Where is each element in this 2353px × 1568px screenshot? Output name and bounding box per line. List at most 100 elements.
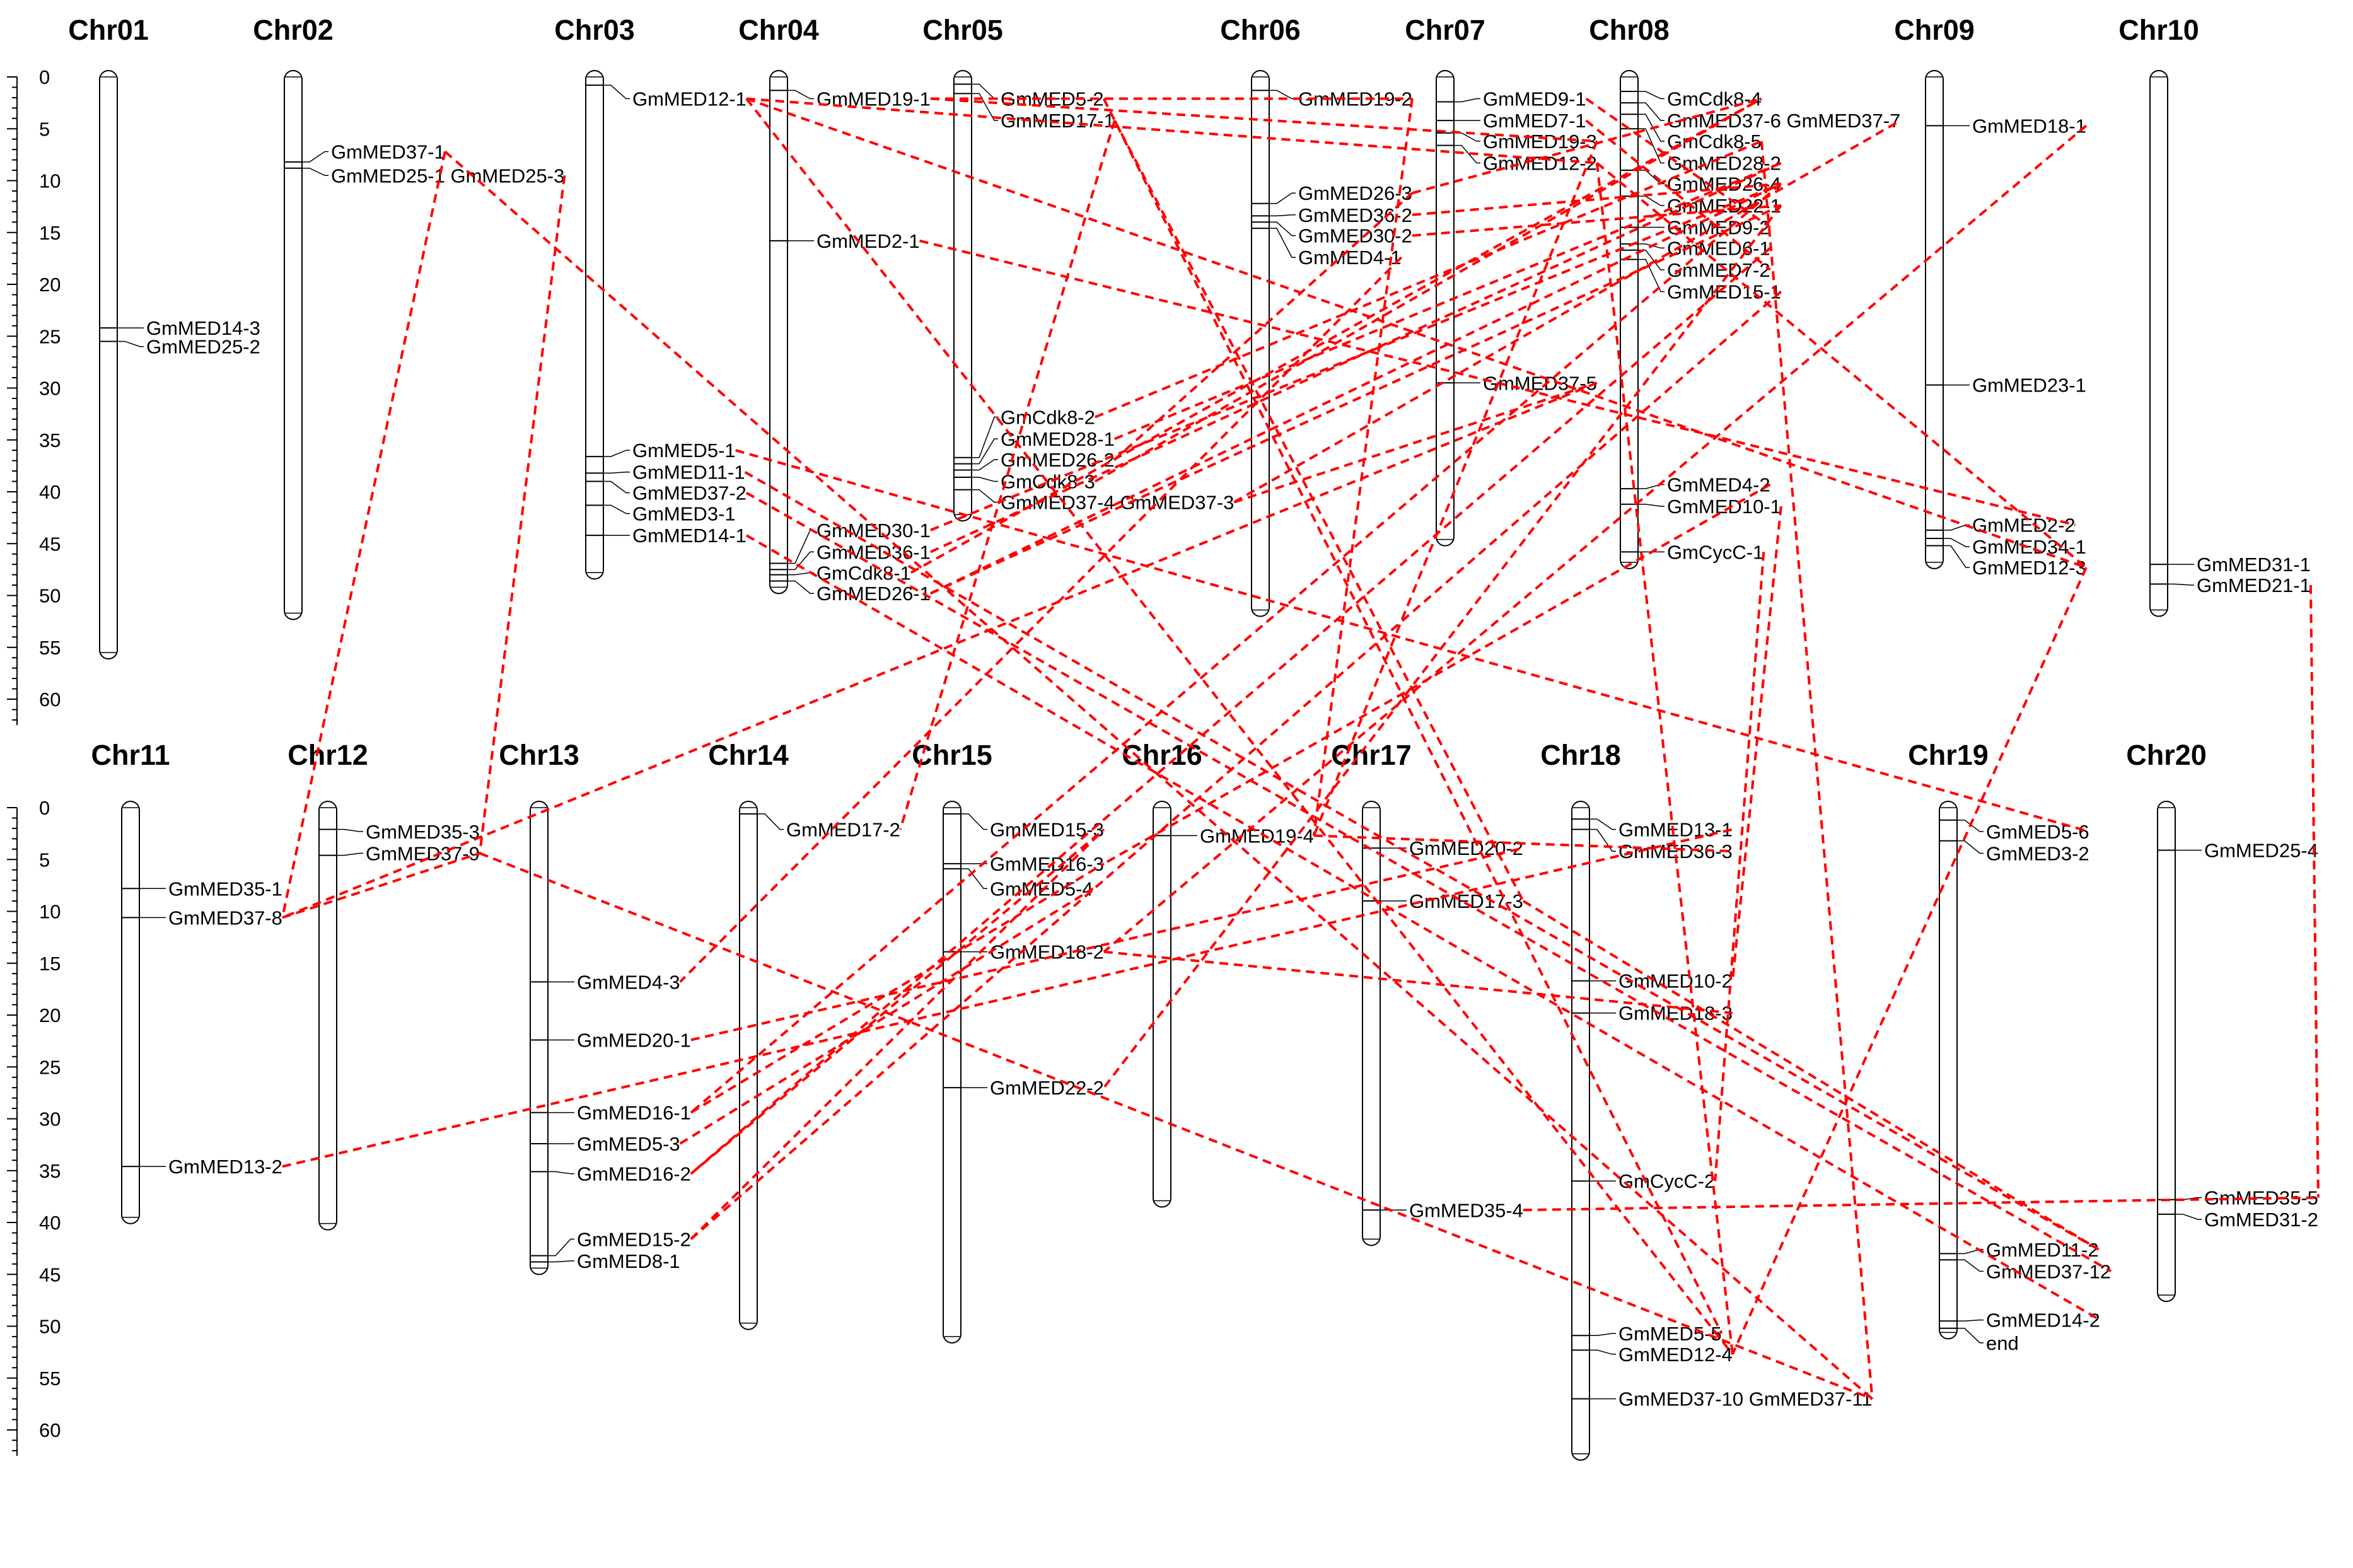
gene-marker: GmMED30-2 <box>1252 221 1412 247</box>
chromosome-chr15: Chr15 <box>912 739 992 1344</box>
gene-label: GmCycC-1 <box>1667 541 1763 563</box>
duplication-link <box>1714 552 1765 1182</box>
chromosome-body <box>2149 70 2168 617</box>
gene-label: GmMED16-1 <box>577 1102 691 1124</box>
gene-label: GmMED18-3 <box>1618 1002 1733 1025</box>
scale-tick-label: 25 <box>39 1056 61 1078</box>
duplication-link <box>690 828 1105 1240</box>
gene-marker: GmMED2-2 <box>1926 514 2076 537</box>
gene-marker: GmMED4-1 <box>1252 228 1402 269</box>
duplication-link <box>690 182 1782 1114</box>
gene-leader-line <box>603 450 630 457</box>
gene-label: GmMED18-2 <box>990 941 1104 963</box>
chromosome-body <box>1362 801 1381 1246</box>
gene-leader-line <box>972 459 998 471</box>
gene-marker: GmMED9-1 <box>1436 88 1586 110</box>
gene-marker: GmMED12-4 <box>1572 1344 1733 1366</box>
gene-marker: GmMED15-1 <box>1620 258 1781 303</box>
gene-leader-line <box>603 471 630 474</box>
gene-marker: GmMED23-1 <box>1926 375 2086 397</box>
gene-label: GmMED5-3 <box>577 1133 680 1155</box>
gene-leader-line <box>1269 214 1296 217</box>
gene-marker: GmMED26-1 <box>770 580 931 605</box>
gene-label: GmCdk8-5 <box>1667 131 1762 153</box>
gene-marker: GmMED7-1 <box>1436 110 1586 132</box>
chromosome-chr09: Chr09 <box>1894 14 1975 569</box>
duplication-link <box>690 847 1524 1042</box>
gene-label: GmMED9-1 <box>1483 88 1586 110</box>
chromosome-body <box>739 801 758 1330</box>
gene-marker: GmMED21-1 <box>2150 574 2311 596</box>
gene-leader-line <box>972 489 998 503</box>
gene-label: GmMED14-1 <box>632 525 747 547</box>
chromosome-chr20: Chr20 <box>2126 739 2207 1303</box>
chromosome-title: Chr20 <box>2126 739 2207 771</box>
gene-label: GmMED13-2 <box>168 1156 282 1178</box>
duplication-link <box>745 98 1734 1356</box>
chromosome-body <box>943 801 962 1344</box>
chromosome-body <box>284 70 303 620</box>
gene-leader-line <box>1638 258 1665 293</box>
duplication-link <box>479 852 1873 1400</box>
gene-label: GmMED20-1 <box>577 1029 691 1051</box>
gene-marker: GmCdk8-1 <box>770 562 911 584</box>
gene-label: GmMED3-1 <box>632 503 736 525</box>
duplication-link <box>1585 97 1771 229</box>
gene-label: GmMED26-3 <box>1298 182 1412 204</box>
gene-label: GmMED25-4 <box>2204 839 2318 861</box>
gene-marker: GmMED14-1 <box>586 525 747 547</box>
chromosome-title: Chr08 <box>1589 14 1670 46</box>
scale-tick-label: 5 <box>39 849 50 871</box>
gene-label: GmMED31-2 <box>2204 1209 2318 1231</box>
gene-label: GmMED19-1 <box>816 88 931 110</box>
chromosome-title: Chr06 <box>1220 14 1301 46</box>
scale-tick-label: 60 <box>39 688 61 711</box>
gene-marker: GmMED31-1 <box>2150 554 2311 576</box>
chromosome-title: Chr15 <box>912 739 992 771</box>
gene-leader-line <box>1957 1259 1984 1272</box>
chromosome-title: Chr17 <box>1331 739 1412 771</box>
gene-marker: GmMED15-3 <box>943 813 1104 841</box>
gene-label: GmMED37-1 <box>331 141 445 163</box>
gene-label: GmMED18-1 <box>1972 115 2086 137</box>
duplication-link <box>282 852 480 919</box>
gene-leader-line <box>1269 192 1296 204</box>
gene-marker: GmMED35-1 <box>122 878 282 900</box>
gene-label: GmMED8-1 <box>577 1250 680 1272</box>
gene-label: GmMED35-3 <box>366 821 480 843</box>
gene-label: GmMED11-2 <box>1986 1239 2099 1261</box>
gene-marker: GmMED17-1 <box>954 93 1115 132</box>
chromosome-body <box>585 70 604 580</box>
chromosome-title: Chr02 <box>253 14 334 46</box>
duplication-link <box>1313 834 1733 853</box>
gene-marker: GmMED16-3 <box>943 853 1104 875</box>
duplication-link <box>1595 163 1734 1355</box>
gene-leader-line <box>972 438 998 465</box>
gene-marker: GmMED18-2 <box>943 941 1104 963</box>
gene-leader-line <box>1957 819 1984 832</box>
duplication-links-layer <box>281 97 2320 1400</box>
duplication-link <box>746 97 2087 569</box>
scale-tick-label: 35 <box>39 1160 61 1182</box>
gene-marker: GmMED10-1 <box>1620 496 1781 518</box>
gene-label: GmMED2-2 <box>1972 514 2076 537</box>
chromosome-chr16: Chr16 <box>1122 739 1202 1208</box>
gene-leader-line <box>1957 1249 1984 1255</box>
gene-marker: GmMED20-1 <box>530 1029 691 1051</box>
chromosome-title: Chr07 <box>1405 14 1485 46</box>
gene-marker: GmCycC-2 <box>1572 1170 1715 1192</box>
gene-label: GmMED4-1 <box>1298 247 1402 269</box>
gene-leader-line <box>1957 1328 1984 1344</box>
gene-marker: GmMED35-4 <box>1362 1199 1523 1221</box>
duplication-link <box>1114 161 1782 440</box>
gene-leader-line <box>972 477 998 482</box>
chromosome-chr02: Chr02 <box>253 14 334 620</box>
gene-label: GmMED10-2 <box>1618 970 1733 992</box>
chromosome-chr05: Chr05 <box>922 14 1003 522</box>
gene-marker: GmMED25-1 GmMED25-3 <box>284 165 564 187</box>
gene-leader-line <box>1269 228 1296 258</box>
chromosome-title: Chr12 <box>288 739 368 771</box>
duplication-link <box>1731 567 2088 1355</box>
gene-label: GmMED23-1 <box>1972 375 2086 397</box>
